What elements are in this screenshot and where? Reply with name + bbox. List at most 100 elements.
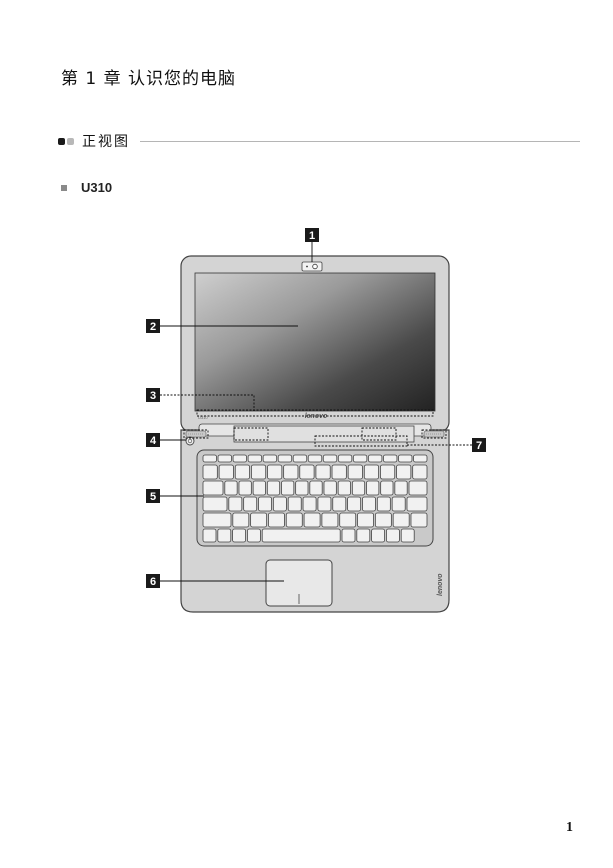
camera-housing [301,261,323,272]
svg-text:4: 4 [150,435,157,447]
modifier-key [246,528,261,543]
modifier-key [202,480,224,496]
keyboard-key [339,512,357,528]
keyboard-key [285,512,303,528]
square-bullet-icon [61,184,67,191]
svg-text:7: 7 [476,440,482,452]
keyboard-key [232,512,250,528]
keyboard-key [412,464,428,480]
keyboard-key [295,480,309,496]
modifier-key [371,528,386,543]
keyboard-key [347,464,363,480]
keyboard-keys [202,454,428,543]
callout-badge-4: 4 [146,433,160,447]
function-key [367,454,383,463]
modifier-key [400,528,415,543]
keyboard-key [266,480,281,496]
keyboard-key [283,464,299,480]
function-key [247,454,263,463]
section-divider [140,140,580,142]
modifier-key [341,528,356,543]
dashed-regions [183,409,447,447]
keyboard-key [267,464,283,480]
callout-badge-3: 3 [146,388,160,402]
modifier-key [217,528,232,543]
mic-region [196,409,434,417]
svg-text:1: 1 [309,230,315,242]
keyboard-key [323,480,337,496]
indicator-region [314,435,408,447]
keyboard-key [376,496,391,512]
svg-text:6: 6 [150,576,156,588]
keyboard-key [332,496,347,512]
keyboard-key [272,496,287,512]
camera-lens-icon [312,263,318,270]
keyboard-key [287,496,302,512]
keyboard-key [268,512,285,528]
function-key [202,454,217,463]
function-key [382,454,398,463]
spacebar-key [261,528,341,543]
function-key [413,454,428,463]
display-screen [194,272,436,412]
function-key [322,454,338,463]
keyboard-key [258,496,272,512]
speaker-region-right [421,429,447,439]
keyboard-key [238,480,252,496]
callout-leader-lines [160,242,472,582]
keyboard-key [315,464,331,480]
keyboard-key [250,512,268,528]
keyboard-key [366,480,380,496]
keyboard-key [374,512,392,528]
touchpad [265,559,333,607]
function-key [217,454,232,463]
function-key [277,454,293,463]
keyboard-key [250,464,267,480]
display-lid: lenovo U310 [180,255,450,433]
keyboard-key [303,512,321,528]
keyboard-key [380,480,394,496]
keyboard-key [363,464,380,480]
function-key [262,454,278,463]
modifier-key [202,512,232,528]
section-title: 正视图 [82,134,130,150]
keyboard-key [234,464,250,480]
port-region-a [233,427,269,441]
keyboard-key [380,464,396,480]
callout-badge-2: 2 [146,319,160,333]
svg-text:5: 5 [150,491,156,503]
keyboard-key [252,480,266,496]
lid-brand-logo: lenovo [305,413,328,420]
keyboard-key [337,480,351,496]
modifier-key [202,496,228,512]
keyboard-key [321,512,339,528]
keyboard-key [202,464,218,480]
keyboard-key [396,464,412,480]
chapter-title: 第 1 章 认识您的电脑 [61,69,237,89]
keyboard-key [309,480,323,496]
function-key [398,454,413,463]
keyboard-key [391,496,406,512]
modifier-key [406,496,428,512]
function-key [232,454,247,463]
speaker-region-left [183,429,209,439]
keyboard-key [243,496,258,512]
modifier-key [232,528,247,543]
keyboard-key [281,480,295,496]
keyboard-key [317,496,332,512]
bezel-model-label: U310 [198,415,208,420]
svg-text:2: 2 [150,321,156,333]
function-key [307,454,323,463]
page-number: 1 [566,820,573,835]
function-key [292,454,308,463]
keyboard-key [394,480,408,496]
keyboard-key [347,496,362,512]
keyboard-key [218,464,234,480]
keyboard-key [331,464,347,480]
function-key [337,454,353,463]
callout-badges: 1 2 3 4 5 6 7 [146,228,486,588]
keyboard-key [392,512,410,528]
section-bullet-icon [58,137,74,145]
keyboard-key [224,480,238,496]
section-heading: 正视图 [58,131,580,151]
